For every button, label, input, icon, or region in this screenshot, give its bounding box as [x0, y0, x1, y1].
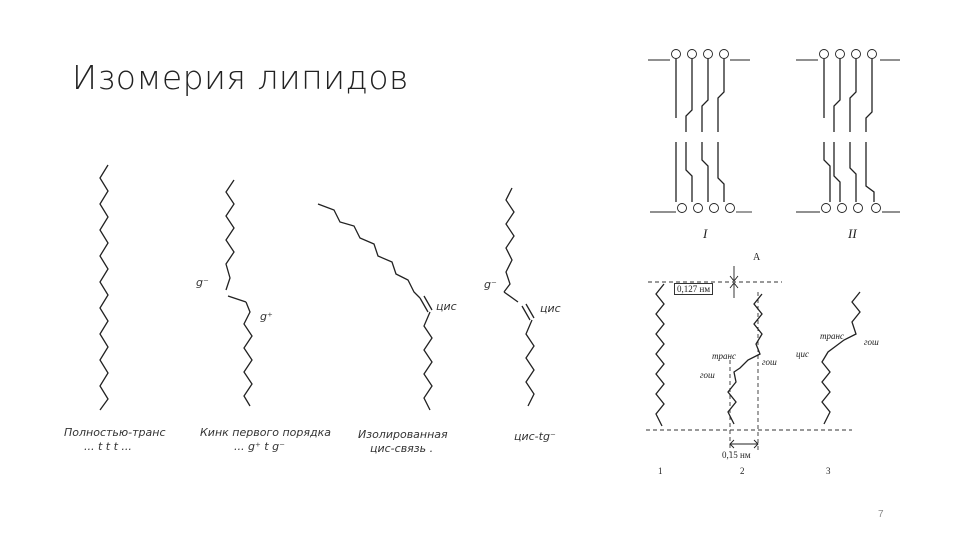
label-number-3: 3: [826, 466, 831, 476]
label-number-1: 1: [658, 466, 663, 476]
chain-cis-lower: [423, 311, 433, 411]
dim-bottom-label: 0,15 нм: [722, 450, 751, 460]
label-trans-1: транс: [712, 351, 736, 361]
caption-kink-line2: ... g⁺ t g⁻: [234, 440, 285, 453]
annotation-g-plus: g⁺: [260, 310, 273, 323]
annotation-cis: цис: [436, 300, 457, 313]
bilayer-diagram-II: [796, 49, 900, 213]
annotation-g-minus: g⁻: [196, 276, 209, 289]
caption-cis-tg: цис-tg⁻: [514, 430, 556, 443]
label-gauche-1: гош: [762, 357, 777, 367]
caption-isolated-cis-line2: цис-связь .: [370, 442, 434, 455]
chain-all-trans: [99, 164, 109, 411]
dim-top-label: 0,127 нм: [674, 283, 714, 295]
caption-all-trans-line2: ... t t t ...: [84, 440, 132, 453]
label-number-2: 2: [740, 466, 745, 476]
label-trans-2: транс: [820, 331, 844, 341]
caption-all-trans-line1: Полностью-транс: [64, 426, 166, 439]
chain-cis-tg-upper: [503, 187, 515, 293]
label-diagram-II: II: [848, 226, 857, 241]
label-gauche-2: гош: [700, 370, 715, 380]
label-gauche-3: гош: [864, 337, 879, 347]
chain-cis-upper: [317, 203, 421, 299]
conformation-diagram: [646, 266, 861, 452]
label-cis: цис: [796, 349, 809, 359]
page-number: 7: [878, 509, 884, 520]
chain-kink-lower: [243, 301, 253, 407]
chain-cis-tg-bond: [503, 291, 519, 303]
annotation-g-minus-2: g⁻: [484, 278, 497, 291]
label-A: A: [753, 252, 761, 263]
label-diagram-I: I: [703, 226, 708, 241]
chain-cis-double: [419, 295, 433, 313]
chain-cis-tg-double: [521, 303, 535, 321]
chain-kink-bond: [227, 295, 247, 303]
bilayer-diagram-I: [648, 49, 752, 213]
caption-kink-line1: Кинк первого порядка: [200, 426, 331, 439]
chain-kink: [225, 179, 235, 291]
chain-cis-tg-lower: [525, 319, 535, 407]
slide-title: Изомерия липидов: [72, 58, 409, 97]
caption-isolated-cis-line1: Изолированная: [358, 428, 448, 441]
annotation-cis-2: цис: [540, 302, 561, 315]
